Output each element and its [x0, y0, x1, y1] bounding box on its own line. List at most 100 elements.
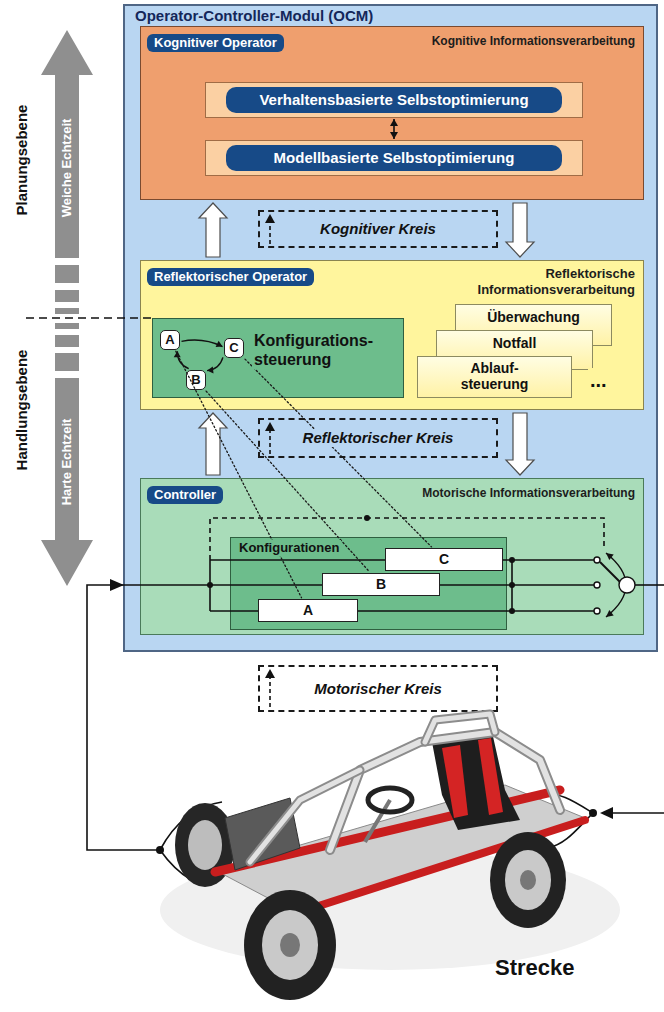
mapping-line: [176, 351, 302, 597]
configuration-box: C: [385, 548, 503, 571]
switch-symbol: [619, 577, 635, 593]
configuration-group: KonfigurationenC B A: [230, 537, 507, 630]
signal-wire: [635, 584, 664, 586]
switch-symbol: [594, 557, 600, 563]
text-slot: Reflektorischer Operator: [147, 267, 314, 286]
panel-title: Operator-Controller-Modul (OCM): [133, 7, 375, 24]
text-slot: Kognitiver Operator: [147, 33, 284, 52]
ellipsis-mark: ...: [588, 368, 609, 392]
kart-illustration: [368, 788, 412, 812]
block-arrow: [506, 413, 534, 475]
text-slot: Reflektorische Informationsverarbeitung: [418, 266, 637, 298]
box-label: Konfigurations- steuerung: [252, 331, 401, 369]
wire-mark: [110, 579, 124, 591]
configuration-box: B: [322, 573, 440, 596]
arrow-head: [207, 367, 213, 374]
kart-illustration: [280, 933, 300, 957]
text-slot: B: [187, 371, 205, 389]
signal-wire: [358, 560, 512, 611]
transition-arrow: [207, 357, 223, 373]
text-slot: Operator-Controller-Modul (OCM): [133, 7, 375, 24]
label-slot: Handlungsebene: [13, 350, 31, 471]
loop-label: Kognitiver Kreis: [318, 220, 438, 238]
panel-note: Reflektorische Informationsverarbeitung: [418, 266, 637, 298]
label-slot: ...: [588, 368, 609, 392]
text-slot: C: [225, 339, 243, 357]
text-slot: Konfigurationen: [237, 540, 341, 556]
signal-wire: [600, 562, 620, 582]
text-slot: Konfigurations- steuerung: [252, 331, 401, 369]
text-slot: Kognitiver Kreis: [260, 212, 496, 246]
panel-heading: Reflektorischer Operator: [147, 268, 314, 286]
kart-illustration: [442, 745, 468, 818]
configuration-control-box: Konfigurations- steuerung A C B: [152, 318, 404, 398]
mapping-line: [245, 359, 432, 547]
level-arrow: [55, 335, 79, 347]
wire-mark: [600, 807, 613, 819]
level-divider: [26, 317, 156, 319]
wire-mark: [156, 846, 164, 854]
optimization-box: Verhaltensbasierte Selbstoptimierung: [205, 82, 583, 118]
state-label: A: [165, 332, 174, 348]
wire-mark: [364, 515, 370, 521]
level-label: Planungsebene: [13, 105, 31, 216]
text-slot: Notfall: [437, 335, 592, 352]
kart-illustration: [250, 770, 360, 862]
switch-symbol: [594, 557, 635, 614]
wire-mark: [606, 553, 614, 560]
arrow-head: [390, 119, 398, 126]
label-slot: Harte Echtzeit: [59, 417, 75, 508]
signal-wire: [87, 518, 664, 888]
text-slot: Ablauf- steuerung: [418, 360, 571, 392]
dotted-line: [176, 351, 302, 597]
level-arrow: [55, 323, 79, 329]
arrow-head: [390, 132, 398, 139]
kart-illustration: [262, 910, 318, 980]
text-slot: Kognitive Informationsverarbeitung: [430, 34, 637, 48]
card-label: Notfall: [437, 335, 592, 352]
label-slot: Weiche Echtzeit: [59, 117, 75, 220]
state-box: C: [224, 338, 244, 358]
config-label: B: [376, 576, 386, 593]
level-arrow: [55, 308, 79, 314]
signal-wire: [210, 560, 385, 611]
kart-illustration: [188, 820, 222, 870]
configuration-box: A: [258, 599, 358, 622]
module-panel: Operator-Controller-Modul (OCM) Kognitive…: [123, 4, 658, 652]
block-arrow: [199, 203, 227, 257]
text-slot: C: [386, 549, 502, 570]
signal-wire: [606, 812, 664, 814]
kart-illustration: [490, 832, 566, 928]
text-slot: Überwachung: [456, 309, 611, 326]
wire-mark: [207, 582, 213, 588]
loop-label: Reflektorischer Kreis: [301, 429, 456, 447]
time-label: Weiche Echtzeit: [59, 117, 75, 220]
text-slot: Motorische Informationsverarbeitung: [420, 486, 637, 500]
loop-arrow: [265, 669, 275, 678]
level-arrow: [41, 378, 93, 586]
kart-illustration: [250, 770, 360, 862]
loop-box: Reflektorischer Kreis: [258, 418, 498, 458]
config-label: C: [439, 551, 449, 568]
signal-wire: [210, 518, 604, 560]
loop-arrow: [265, 214, 275, 707]
arrow-head: [216, 341, 223, 347]
operator-panel: Kognitiver Operator Kognitive Information…: [140, 26, 644, 200]
transition-line: [207, 357, 223, 370]
plant-label: Strecke: [495, 955, 575, 981]
kart-illustration: [520, 870, 536, 890]
loop-label: Motorischer Kreis: [312, 680, 444, 698]
operator-panel: Reflektorischer Operator Reflektorische I…: [140, 260, 644, 410]
process-label: Modellbasierte Selbstoptimierung: [226, 145, 562, 171]
panel-note: Motorische Informationsverarbeitung: [420, 486, 637, 500]
panel-heading: Controller: [147, 486, 223, 504]
wire-mark: [606, 610, 614, 617]
wire-mark: [509, 557, 515, 563]
transition-line: [182, 340, 223, 347]
block-arrow: [506, 203, 534, 257]
double-arrow: [390, 119, 398, 139]
wire-mark: [589, 809, 597, 817]
transition-arrow: [182, 340, 223, 347]
kart-illustration: [160, 714, 620, 1000]
loop-arrow: [269, 677, 271, 707]
